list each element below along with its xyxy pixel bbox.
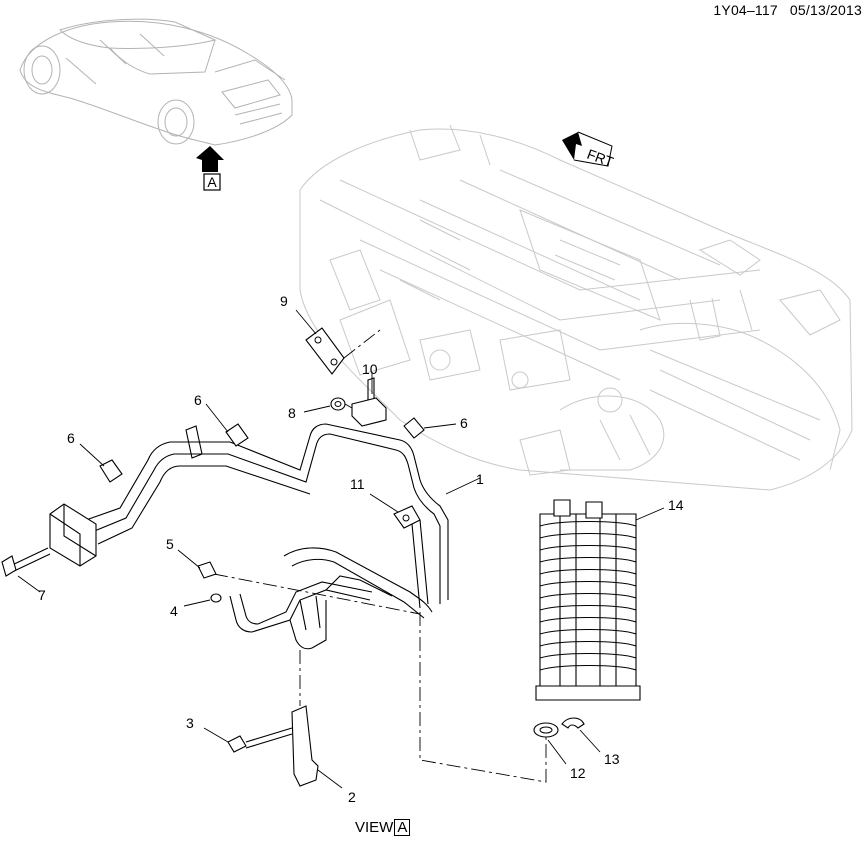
view-letter: A — [207, 174, 217, 190]
part-7-fitting — [1, 503, 97, 593]
view-caption-text: VIEW — [355, 819, 394, 836]
part-3-bolt — [203, 727, 293, 753]
callout-13: 13 — [604, 751, 620, 767]
part-6-clip-b — [205, 403, 249, 447]
callout-2: 2 — [348, 789, 356, 805]
part-9-gasket — [295, 309, 381, 375]
callout-9: 9 — [280, 293, 288, 309]
part-6-clip-c — [403, 417, 457, 439]
callout-10: 10 — [362, 361, 378, 377]
part-14-oil-cooler — [535, 499, 665, 701]
callout-14: 14 — [668, 497, 684, 513]
part-5-fitting — [177, 549, 217, 579]
callout-6-right: 6 — [460, 415, 468, 431]
part-1-cooler-lines — [85, 423, 481, 609]
illustration-id: 1Y04–117 — [713, 2, 778, 18]
view-caption-letter: A — [394, 819, 411, 836]
lower-pipe-bundle — [213, 547, 547, 783]
part-8-washer — [303, 397, 353, 413]
part-2-bracket — [291, 705, 343, 789]
callout-12: 12 — [570, 765, 586, 781]
view-letter-box — [203, 173, 221, 191]
cooler-fins — [539, 514, 637, 690]
callout-1: 1 — [476, 471, 484, 487]
illustration-header: 1Y04–117 05/13/2013 — [705, 2, 862, 18]
part-11-bracket — [369, 493, 421, 529]
callout-6-middle: 6 — [194, 392, 202, 408]
callout-labels: 1 2 3 4 5 6 6 6 7 8 9 10 11 12 13 14 — [38, 293, 684, 805]
callout-11: 11 — [350, 476, 365, 492]
part-12-seal — [533, 722, 567, 765]
illustration-date: 05/13/2013 — [789, 2, 862, 18]
callout-6-left: 6 — [67, 430, 75, 446]
front-arrow-icon — [562, 132, 582, 160]
transmission-outline — [299, 124, 853, 491]
part-6-clip-a — [79, 443, 123, 483]
callout-4: 4 — [170, 603, 178, 619]
callout-3: 3 — [186, 715, 194, 731]
part-4-washer — [183, 593, 222, 607]
callout-7: 7 — [38, 587, 46, 603]
callout-5: 5 — [166, 536, 174, 552]
vehicle-locator: A — [19, 18, 293, 191]
view-arrow-icon — [196, 146, 224, 172]
part-13-clip — [561, 717, 601, 753]
callout-8: 8 — [288, 405, 296, 421]
front-arrow: FRT — [562, 131, 616, 170]
part-10-connector — [351, 372, 387, 427]
